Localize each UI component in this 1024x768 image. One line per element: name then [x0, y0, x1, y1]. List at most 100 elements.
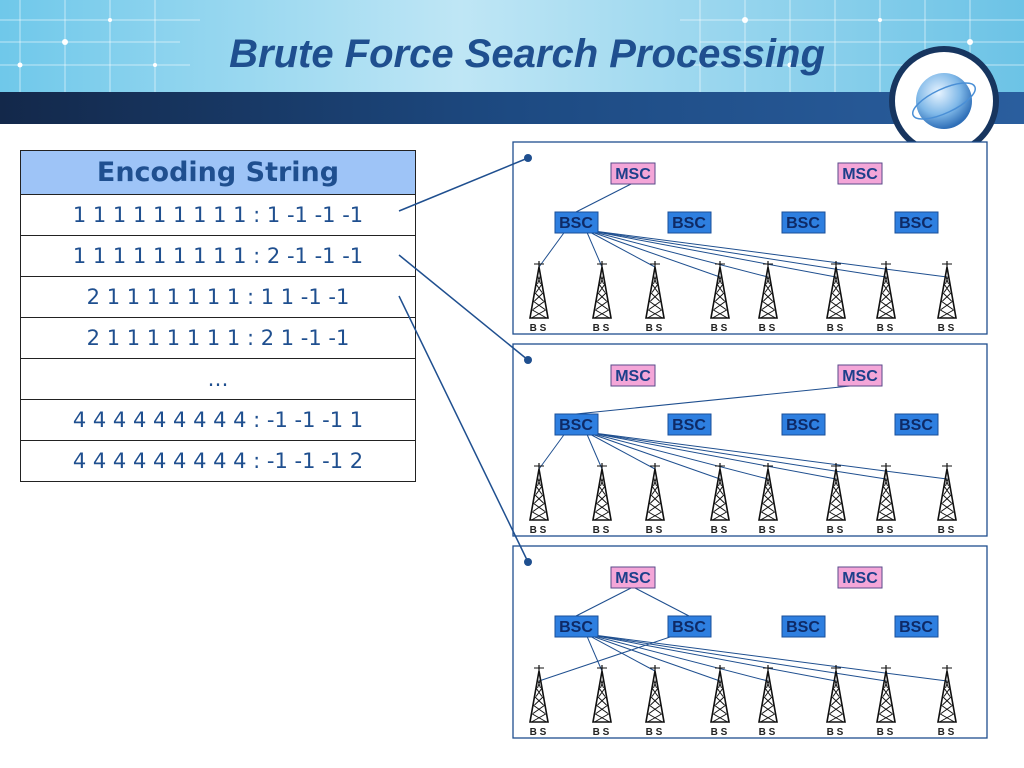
msc-node: MSC: [837, 566, 883, 589]
bsc-label: BSC: [672, 215, 706, 232]
bsc-bs-link: [585, 431, 769, 480]
encoding-row: 4 4 4 4 4 4 4 4 4 : -1 -1 -1 1: [20, 399, 416, 441]
bsc-node: BSC: [894, 615, 939, 638]
bsc-bs-link: [585, 229, 769, 278]
bsc-label: BSC: [899, 417, 933, 434]
msc-label: MSC: [615, 570, 651, 587]
bs-tower-icon: B S: [758, 261, 778, 334]
bs-label: B S: [877, 727, 894, 738]
encoding-row: 1 1 1 1 1 1 1 1 1 : 2 -1 -1 -1: [20, 235, 416, 277]
bs-label: B S: [877, 323, 894, 334]
bs-tower-icon: B S: [592, 261, 612, 334]
bsc-node: BSC: [781, 615, 826, 638]
encoding-row: 2 1 1 1 1 1 1 1 : 2 1 -1 -1: [20, 317, 416, 359]
header-banner: [0, 0, 1024, 124]
encoding-row: 2 1 1 1 1 1 1 1 : 1 1 -1 -1: [20, 276, 416, 318]
bsc-bs-link: [538, 633, 680, 682]
msc-node: MSC: [610, 162, 656, 185]
bsc-bs-link: [585, 229, 837, 278]
bs-label: B S: [646, 727, 663, 738]
encoding-row: 1 1 1 1 1 1 1 1 1 : 1 -1 -1 -1: [20, 194, 416, 236]
msc-label: MSC: [842, 570, 878, 587]
bsc-node: BSC: [667, 211, 712, 234]
bsc-bs-link: [585, 431, 837, 480]
msc-node: MSC: [837, 162, 883, 185]
bsc-label: BSC: [899, 619, 933, 636]
bs-label: B S: [530, 323, 547, 334]
row-to-panel-connector: [398, 254, 529, 361]
msc-node: MSC: [837, 364, 883, 387]
bsc-bs-link: [585, 229, 603, 268]
bsc-bs-link: [585, 633, 837, 682]
panel-frame: [512, 141, 988, 335]
connector-dot: [524, 558, 532, 566]
bs-label: B S: [827, 727, 844, 738]
bsc-label: BSC: [786, 215, 820, 232]
msc-bsc-link: [632, 586, 690, 617]
bs-label: B S: [530, 727, 547, 738]
bsc-bs-link: [585, 633, 656, 672]
bsc-node: BSC: [781, 211, 826, 234]
bs-label: B S: [759, 323, 776, 334]
bs-tower-icon: B S: [826, 463, 846, 536]
bsc-node: BSC: [554, 211, 599, 234]
bs-tower-icon: B S: [937, 261, 957, 334]
bsc-label: BSC: [559, 215, 593, 232]
bs-label: B S: [593, 727, 610, 738]
bsc-node: BSC: [894, 413, 939, 436]
bs-label: B S: [938, 525, 955, 536]
encoding-row: 4 4 4 4 4 4 4 4 4 : -1 -1 -1 2: [20, 440, 416, 482]
bs-tower-icon: B S: [645, 665, 665, 738]
bs-tower-icon: B S: [592, 665, 612, 738]
msc-bsc-link: [575, 182, 634, 213]
bsc-bs-link: [585, 633, 769, 682]
bsc-bs-link: [538, 431, 567, 470]
msc-node: MSC: [610, 364, 656, 387]
row-to-panel-connector: [398, 157, 529, 212]
bs-label: B S: [593, 323, 610, 334]
bs-label: B S: [759, 727, 776, 738]
bsc-bs-link: [538, 229, 567, 268]
encoding-row-ellipsis: …: [20, 358, 416, 400]
bs-tower-icon: B S: [758, 463, 778, 536]
encoding-string-table: Encoding String 1 1 1 1 1 1 1 1 1 : 1 -1…: [20, 150, 416, 482]
msc-label: MSC: [842, 368, 878, 385]
bs-tower-icon: B S: [645, 463, 665, 536]
bs-tower-icon: B S: [710, 261, 730, 334]
bsc-node: BSC: [667, 413, 712, 436]
header-sparkles: [17, 17, 973, 68]
slide-title: Brute Force Search Processing: [229, 32, 825, 76]
bs-label: B S: [759, 525, 776, 536]
bs-label: B S: [827, 323, 844, 334]
msc-bsc-link: [575, 384, 861, 415]
bsc-label: BSC: [559, 417, 593, 434]
bsc-bs-link: [585, 633, 721, 682]
bsc-node: BSC: [781, 413, 826, 436]
bsc-bs-link: [585, 431, 721, 480]
bs-label: B S: [646, 525, 663, 536]
msc-label: MSC: [615, 166, 651, 183]
connector-dot: [524, 154, 532, 162]
bsc-label: BSC: [559, 619, 593, 636]
bsc-node: BSC: [554, 615, 599, 638]
bs-label: B S: [711, 525, 728, 536]
table-header: Encoding String: [20, 150, 416, 195]
bsc-label: BSC: [786, 417, 820, 434]
bsc-bs-link: [585, 229, 656, 268]
row-to-panel-connector: [398, 295, 529, 563]
bs-tower-icon: B S: [876, 261, 896, 334]
bsc-bs-link: [585, 431, 656, 470]
bs-tower-icon: B S: [529, 261, 549, 334]
connector-dot: [524, 356, 532, 364]
msc-label: MSC: [842, 166, 878, 183]
bsc-label: BSC: [672, 417, 706, 434]
bsc-bs-link: [585, 229, 721, 278]
bs-tower-icon: B S: [876, 665, 896, 738]
bs-label: B S: [646, 323, 663, 334]
bsc-bs-link: [585, 431, 603, 470]
bs-label: B S: [711, 323, 728, 334]
